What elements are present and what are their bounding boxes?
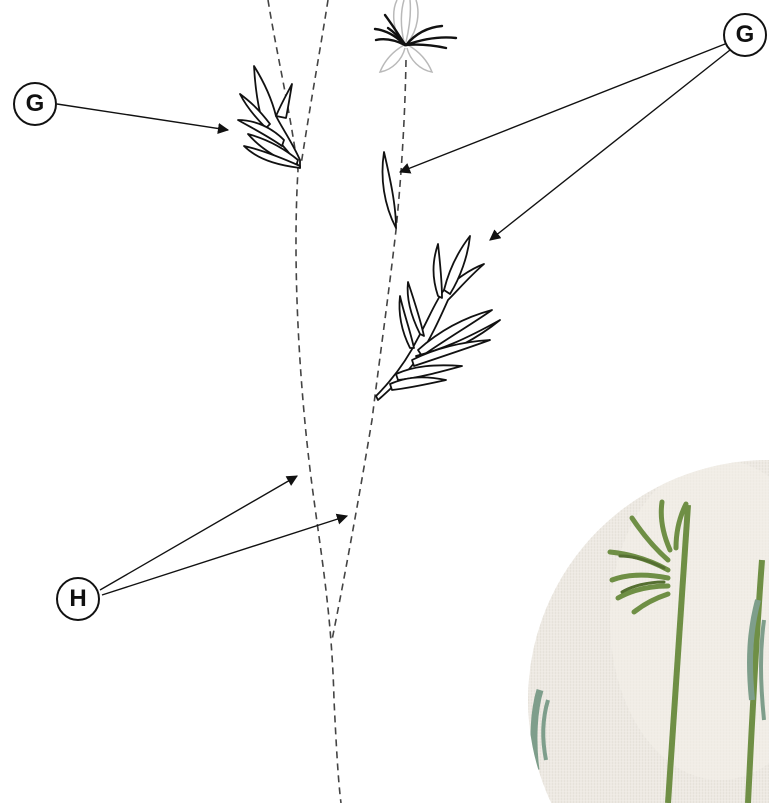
callout-label-g-left: G — [13, 82, 57, 126]
leaf-single-right — [383, 152, 397, 228]
arrow-h-to-left-stem — [100, 476, 297, 590]
stem-branch — [301, 0, 328, 165]
callout-label-g-right: G — [723, 13, 767, 57]
arrow-g-left — [57, 104, 228, 130]
embroidery-photo-inset-icon — [520, 460, 769, 803]
callout-label-h: H — [56, 577, 100, 621]
flower-head-outline-icon — [375, 0, 456, 72]
leaf-spray-lower-right — [376, 236, 500, 400]
stem-right — [332, 60, 406, 640]
dashed-stems — [268, 0, 406, 803]
arrow-h-to-right-stem — [102, 516, 347, 595]
leaf-spray-upper-left — [238, 66, 300, 168]
arrow-g-right-to-leaf-spray — [490, 50, 730, 240]
arrow-g-right-to-single-leaf — [400, 44, 725, 172]
